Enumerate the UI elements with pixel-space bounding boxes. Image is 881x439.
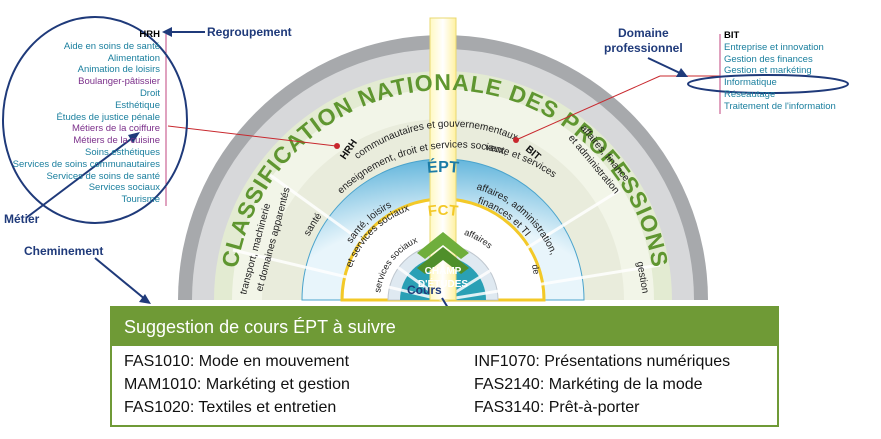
hrh-highlight-circle — [2, 16, 188, 224]
list-item: Soins esthétiques — [85, 146, 160, 158]
bit-program-list: BIT Entreprise et innovation Gestion des… — [724, 30, 836, 113]
fct-de: de — [530, 264, 542, 276]
hrh-heading: HRH — [139, 29, 160, 40]
course-suggestion-box: Suggestion de cours ÉPT à suivre FAS1010… — [110, 306, 779, 427]
list-item: Études de justice pénale — [56, 111, 160, 123]
hrh-pointer-dot — [334, 143, 340, 149]
callout-regroupement: Regroupement — [207, 25, 292, 39]
list-item: Traitement de l'information — [724, 100, 836, 112]
course-box-title: Suggestion de cours ÉPT à suivre — [112, 308, 777, 346]
list-item: Boulanger-pâtissier — [78, 76, 160, 88]
callout-metier: Métier — [4, 212, 40, 226]
list-item: Aide en soins de santé — [63, 40, 160, 52]
list-item: Droit — [139, 87, 160, 99]
list-item: Gestion et markéting — [724, 65, 812, 77]
list-item: Animation de loisirs — [77, 64, 160, 76]
course-item: FAS3140: Prêt-à-porter — [474, 399, 640, 416]
ept-title: ÉPT — [426, 157, 460, 177]
informatique-highlight — [687, 74, 849, 94]
course-item: FAS1010: Mode en mouvement — [124, 353, 350, 370]
core-label-2: D'ÉTUDES — [418, 277, 468, 290]
bit-pointer-line — [515, 75, 661, 141]
spokes — [232, 173, 661, 302]
list-item: Gestion des finances — [724, 53, 813, 65]
course-item: FAS1020: Textiles et entretien — [124, 399, 337, 416]
list-item: Métiers de la coiffure — [71, 123, 160, 135]
list-item: Réseautage — [724, 88, 776, 100]
list-item: Tourisme — [121, 194, 160, 206]
callout-domaine-line1: Domaine — [618, 26, 669, 40]
list-item: Entreprise et innovation — [724, 41, 824, 53]
fct-title: FCT — [427, 202, 459, 220]
list-item: Services sociaux — [88, 182, 160, 194]
list-item: Services de soins de santé — [46, 170, 160, 182]
list-item: Services de soins communautaires — [12, 158, 160, 170]
callout-cours: Cours — [407, 283, 442, 297]
course-item: INF1070: Présentations numériques — [474, 353, 731, 370]
chevron-arrow-icon-2 — [417, 247, 469, 274]
callout-domaine: Domaine professionnel — [604, 26, 683, 56]
bit-pointer-dot — [513, 137, 519, 143]
list-item: Informatique — [724, 77, 777, 89]
hrh-pointer-line — [167, 125, 337, 147]
hrh-program-list: HRH Aide en soins de santé Alimentation … — [0, 29, 160, 206]
bit-heading: BIT — [724, 30, 740, 41]
callout-domaine-line2: professionnel — [604, 41, 683, 55]
list-item: Esthétique — [115, 99, 160, 111]
chevron-arrow-icon — [417, 232, 469, 259]
list-item: Métiers de la cuisine — [73, 135, 160, 147]
callout-cheminement: Cheminement — [24, 244, 104, 258]
list-item: Alimentation — [107, 52, 160, 64]
course-item: FAS2140: Markéting de la mode — [474, 376, 703, 393]
course-item: MAM1010: Markéting et gestion — [124, 376, 350, 393]
core-label: CHAMP — [425, 266, 462, 277]
